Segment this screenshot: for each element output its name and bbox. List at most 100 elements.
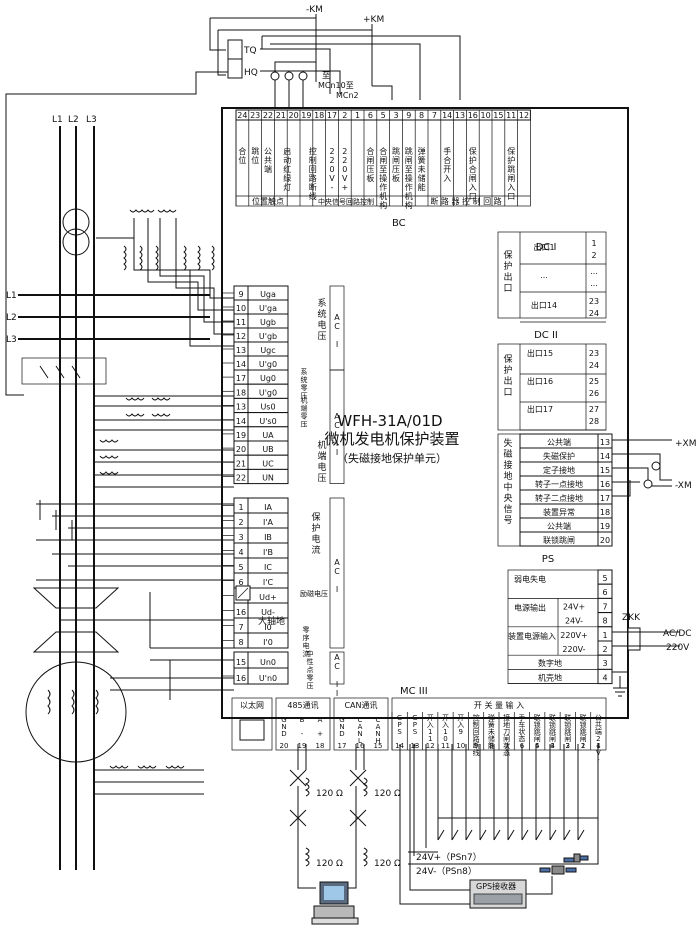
xm-bus <box>612 439 672 497</box>
terminal-name: Us0 <box>260 403 275 412</box>
top-group-label: 弹簧未储能 <box>418 146 426 192</box>
top-terminal-number: 3 <box>393 111 398 120</box>
signal-num: 17 <box>600 494 610 503</box>
disconnector-box <box>21 357 107 385</box>
r120-d: 120 Ω <box>374 859 401 869</box>
terminal-name: Ugb <box>260 318 276 327</box>
signal-side-label: 失磁接地中央信号 <box>503 437 512 526</box>
top-terminal-number: 9 <box>406 111 411 120</box>
terminal-name: UB <box>262 445 273 454</box>
top-group-label: 跳闸至操作机构 <box>405 146 413 210</box>
top-terminal-number: 7 <box>432 111 437 120</box>
top-terminal-number: 11 <box>506 111 516 120</box>
top-terminal-number: 10 <box>481 111 491 120</box>
top-group-label: 合闸至操作机构 <box>379 146 387 210</box>
device-subtitle: （失磁接地保护单元） <box>337 451 447 465</box>
rs485-label: 485通讯 <box>287 700 318 710</box>
dc1-row-label: 出口1 <box>533 242 554 252</box>
ps-val: 220V- <box>562 645 585 654</box>
terminal-num: 8 <box>238 638 243 647</box>
ac3-excite-label: 励磁电压 <box>300 589 328 598</box>
switch-input-num: 10 <box>456 742 465 750</box>
terminal-num: 14 <box>236 360 246 369</box>
minus-km-bus <box>209 17 316 51</box>
mcn-label-1: 至 <box>322 71 330 80</box>
primary-ct-group <box>36 395 234 581</box>
generator-stator-icon <box>25 661 127 763</box>
terminal-num: 2 <box>238 518 243 527</box>
terminal-num: 12 <box>236 332 246 341</box>
ac4-note: 中性点零压 <box>307 649 314 690</box>
terminal-num: 13 <box>236 403 246 412</box>
top-group-label: 控制回路断线 <box>309 146 317 201</box>
terminal-num: 13 <box>236 346 246 355</box>
l2-top-label: L2 <box>68 115 79 125</box>
terminal-name: Ud+ <box>259 593 277 602</box>
r120-a: 120 Ω <box>316 789 343 799</box>
signal-label: 联锁跳闸 <box>543 535 575 545</box>
ac2-row-note: 系统零压 <box>301 367 308 400</box>
signal-label: 装置异常 <box>543 507 575 517</box>
terminal-name: U'g0 <box>259 388 277 397</box>
coil-wires <box>260 48 341 94</box>
ps-num: 8 <box>602 617 607 626</box>
switch-input-num: 8 <box>489 742 493 750</box>
terminal-name-cell <box>247 468 289 485</box>
top-terminal-number: 24 <box>237 111 247 120</box>
generator-shaft <box>60 608 234 632</box>
r120-b: 120 Ω <box>374 789 401 799</box>
terminal-name: U'ga <box>259 304 277 313</box>
terminal-num: 19 <box>236 431 246 440</box>
terminal-num: 21 <box>236 459 246 468</box>
ps-num: 2 <box>602 645 607 654</box>
minus-xm-label: -XM <box>675 481 692 491</box>
signal-label: 公共端 <box>547 437 571 447</box>
top-terminal-number: 19 <box>301 111 311 120</box>
top-terminal-number: 12 <box>519 111 529 120</box>
terminal-name: U'g0 <box>259 360 277 369</box>
switch-input-name: 弹簧未储能 <box>488 713 495 750</box>
terminal-name: I'C <box>263 578 274 587</box>
top-group-label: 公共端 <box>264 147 272 174</box>
dc2-row-a: 25 <box>589 377 599 386</box>
terminal-num: 16 <box>236 608 246 617</box>
signal-lamp-1-icon <box>651 461 661 471</box>
rs485-pin-name: A + <box>317 716 323 738</box>
switch-input-num: 9 <box>474 742 478 750</box>
terminal-name: U's0 <box>259 417 276 426</box>
top-group-label: 跳位 <box>251 146 259 165</box>
tq-label: TQ <box>243 46 257 56</box>
r120-c: 120 Ω <box>316 859 343 869</box>
dc2-row-b: 28 <box>589 417 599 426</box>
terminal-num: 14 <box>236 417 246 426</box>
dc1-row-b: ... <box>590 279 598 288</box>
top-group-label: 保护合闸入口 <box>469 146 477 201</box>
dc1-row-b: 24 <box>589 309 599 318</box>
dc1-row-a: 1 <box>591 239 596 248</box>
top-terminal-number: 2 <box>342 111 347 120</box>
terminal-name: Un0 <box>260 658 276 667</box>
ps-label-3: 装置电源输入 <box>508 631 556 641</box>
hq-label: HQ <box>244 68 258 78</box>
ac3-current-group: 保护电流 <box>311 511 320 556</box>
generator-top-icon <box>32 587 120 609</box>
terminal-num: 5 <box>238 563 243 572</box>
mcn-label-3: MCn2 <box>336 91 359 100</box>
terminal-num: 15 <box>236 658 246 667</box>
v24m-label: 24V-（PSn8） <box>416 866 477 877</box>
ps-val: 24V- <box>565 617 583 626</box>
ps-label-4: 数字地 <box>538 658 562 668</box>
gps-antenna-wire <box>526 876 553 895</box>
top-terminal-number: 21 <box>276 111 286 120</box>
rs485-pin-name: B - <box>300 716 305 738</box>
lamp-fault-icon <box>298 71 308 81</box>
dc2-row-label: 出口16 <box>527 376 553 386</box>
signal-label: 转子一点接地 <box>535 479 583 489</box>
